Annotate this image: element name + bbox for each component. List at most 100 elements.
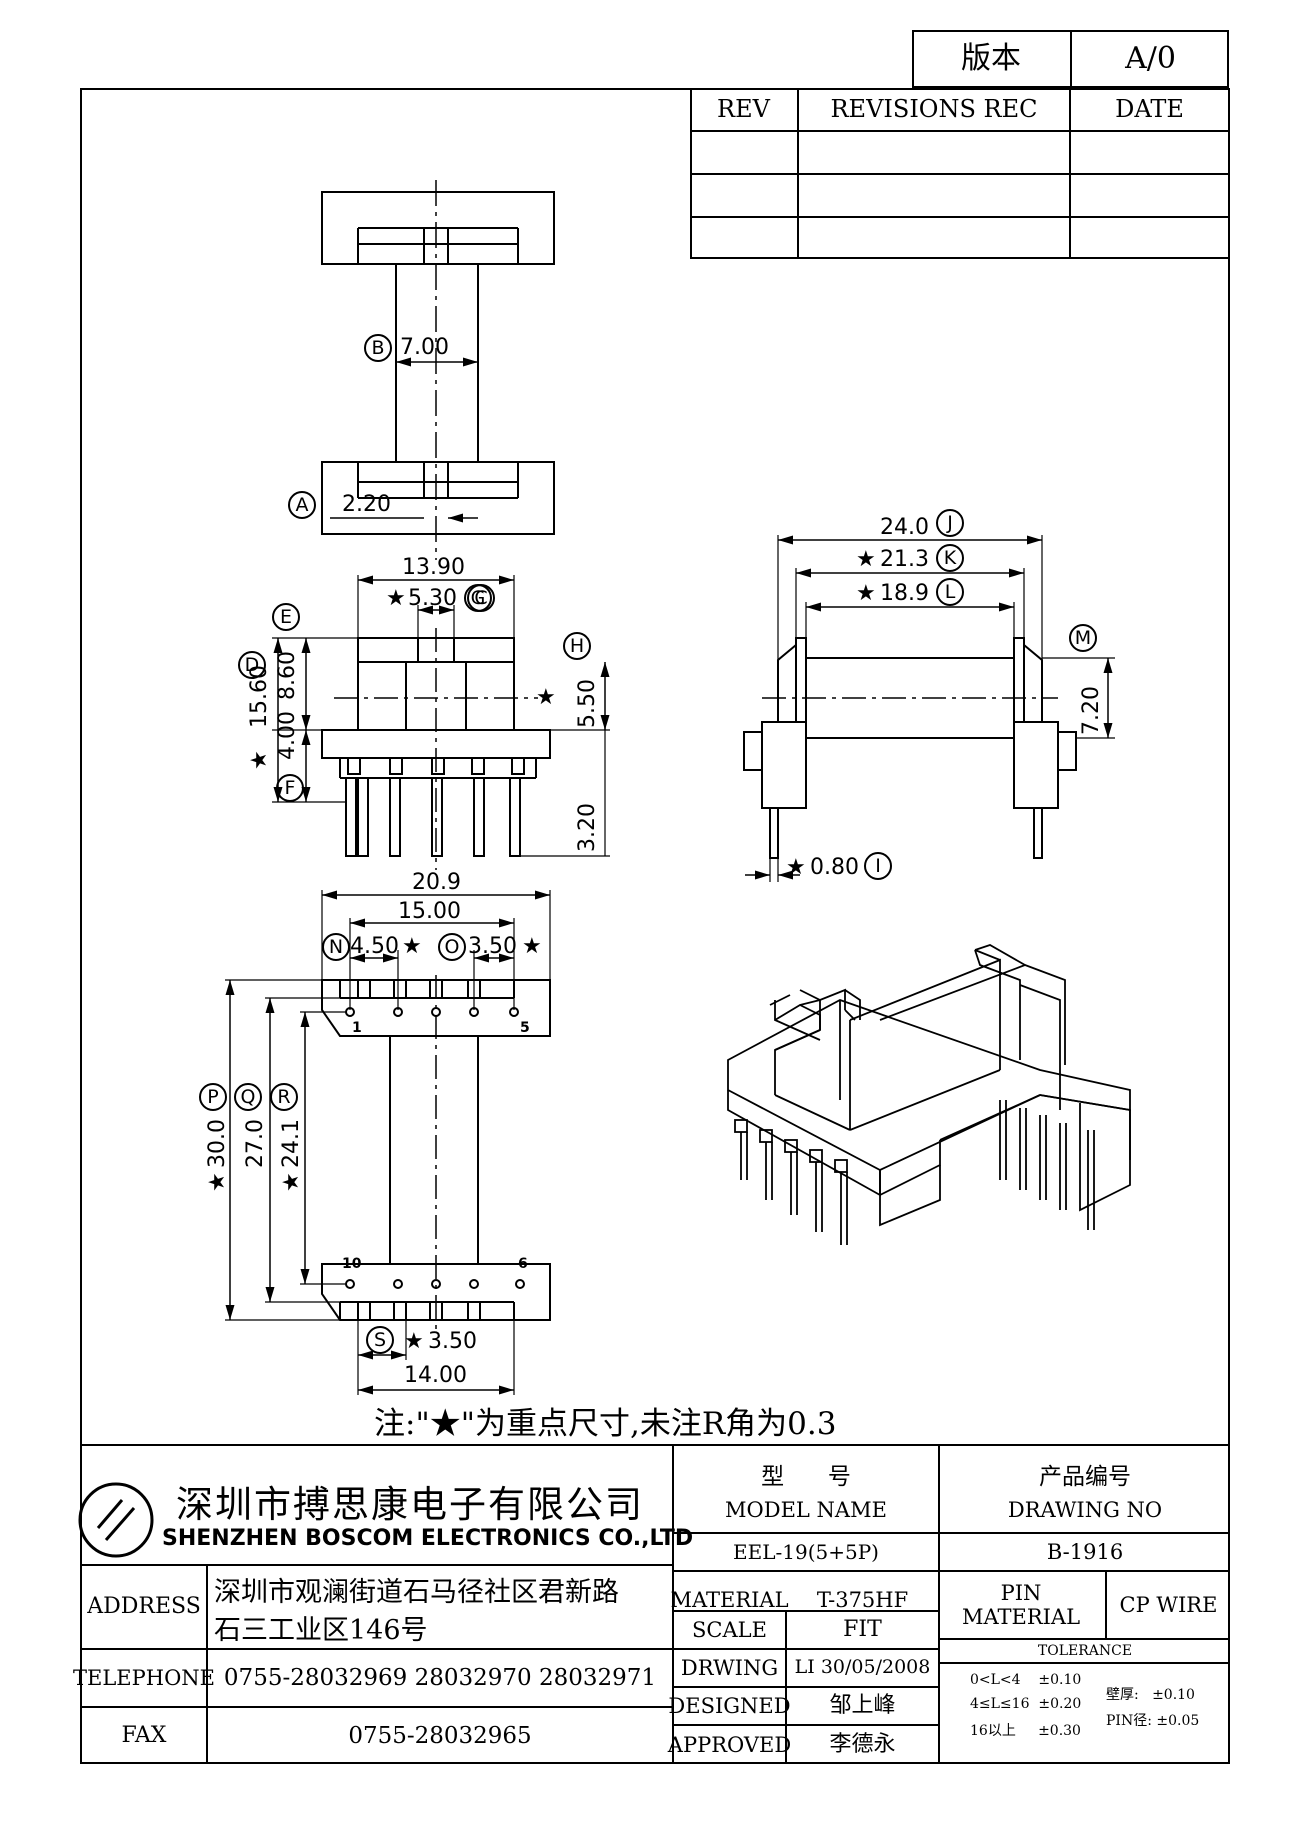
version-divider xyxy=(1070,30,1072,88)
tolerance-row-1: 0<L<4 ±0.10 xyxy=(970,1672,1082,1688)
dim-total-value: 15.60 xyxy=(247,665,272,728)
marker-l: L xyxy=(945,581,956,603)
marker-k: K xyxy=(944,547,957,569)
date-header: DATE xyxy=(1115,95,1184,124)
material-value: T-375HF xyxy=(816,1587,909,1612)
dim-j-value: 24.0 xyxy=(880,515,929,540)
marker-p: P xyxy=(207,1086,218,1108)
dim-m-value: 7.20 xyxy=(1079,686,1104,735)
dim-b-value: 7.00 xyxy=(400,335,449,360)
tolerance-extra-2: PIN径: ±0.05 xyxy=(1106,1713,1200,1729)
pin-material-label: PIN MATERIAL xyxy=(961,1580,1081,1629)
company-name-en: SHENZHEN BOSCOM ELECTRONICS CO.,LTD xyxy=(162,1526,694,1551)
side-view xyxy=(743,509,1115,882)
isometric-view xyxy=(727,944,1131,1245)
tolerance-row-2: 4≤L≤16 ±0.20 xyxy=(970,1696,1082,1712)
dim-h-value: 5.50 xyxy=(575,679,600,728)
telephone-value: 0755-28032969 28032970 28032971 xyxy=(223,1664,657,1691)
tolerance-row-3: 16以上 ±0.30 xyxy=(970,1723,1081,1739)
address-label: ADDRESS xyxy=(87,1594,201,1620)
marker-a: A xyxy=(296,494,309,516)
star-total: ★ xyxy=(247,750,272,770)
pin-material-value: CP WIRE xyxy=(1119,1592,1218,1617)
drwing-label: DRWING xyxy=(680,1655,779,1680)
pin-label-6: 6 xyxy=(518,1256,528,1272)
drwing-value: LI 30/05/2008 xyxy=(794,1656,931,1679)
scale-label: SCALE xyxy=(692,1617,767,1642)
star-s: ★ xyxy=(404,1329,424,1354)
marker-o: O xyxy=(445,936,460,958)
pin-label-10: 10 xyxy=(342,1256,362,1272)
model-label-cn: 型 号 xyxy=(761,1463,851,1490)
marker-f: F xyxy=(285,777,296,799)
star-r: ★ xyxy=(279,1172,304,1192)
dim-pin-value: 3.20 xyxy=(575,803,600,852)
marker-q: Q xyxy=(241,1086,256,1108)
fax-label: FAX xyxy=(121,1723,167,1749)
marker-e: E xyxy=(280,606,292,628)
star-l: ★ xyxy=(856,581,876,606)
marker-d: D xyxy=(245,654,260,676)
dim-span-value: 15.00 xyxy=(398,899,461,924)
designed-value: 邹上峰 xyxy=(829,1693,896,1719)
star-g: ★ xyxy=(386,586,406,611)
approved-value: 李德永 xyxy=(829,1732,896,1758)
tolerance-label: TOLERANCE xyxy=(1037,1642,1133,1659)
marker-g-circle xyxy=(464,584,492,612)
marker-c: C xyxy=(474,587,487,609)
dim-n-value: 4.50 xyxy=(350,934,399,959)
material-label: MATERIAL xyxy=(670,1587,789,1612)
dim-l-value: 18.9 xyxy=(880,581,929,606)
star-p: ★ xyxy=(205,1172,230,1192)
company-logo xyxy=(78,1482,154,1558)
dim-base-value: 14.00 xyxy=(404,1363,467,1388)
designed-label: DESIGNED xyxy=(668,1693,791,1718)
marker-m: M xyxy=(1075,627,1091,649)
dim-g-value: 5.30 xyxy=(408,586,457,611)
model-label-en: MODEL NAME xyxy=(725,1497,887,1522)
tolerance-extra-1: 壁厚: ±0.10 xyxy=(1106,1687,1195,1703)
marker-n: N xyxy=(329,936,343,958)
telephone-label: TELEPHONE xyxy=(73,1665,215,1690)
dim-o-value: 3.50 xyxy=(468,934,517,959)
pin-label-1: 1 xyxy=(352,1020,362,1036)
dim-s-value: 3.50 xyxy=(428,1329,477,1354)
version-value: A/0 xyxy=(1125,40,1176,76)
dim-c-value: 13.90 xyxy=(402,555,465,580)
drawing-frame xyxy=(80,88,1230,1764)
drawing-no-value: B-1916 xyxy=(1046,1539,1124,1564)
drawing-no-label-cn: 产品编号 xyxy=(1039,1463,1131,1490)
drawing-note: 注:"★"为重点尺寸,未注R角为0.3 xyxy=(374,1406,837,1442)
scale-value: FIT xyxy=(843,1617,882,1643)
dim-q-value: 27.0 xyxy=(243,1119,268,1168)
star-o: ★ xyxy=(522,934,542,959)
marker-g: G xyxy=(471,587,486,609)
dim-p-value: 30.0 xyxy=(205,1119,230,1168)
bottom-view xyxy=(199,890,551,1395)
address-line2: 石三工业区146号 xyxy=(214,1615,428,1646)
dim-i-value: 0.80 xyxy=(810,855,859,880)
drawing-no-label-en: DRAWING NO xyxy=(1007,1497,1163,1522)
dim-r-value: 24.1 xyxy=(279,1119,304,1168)
rev-header: REV xyxy=(717,95,770,124)
marker-h: H xyxy=(570,635,584,657)
dim-k-value: 21.3 xyxy=(880,547,929,572)
top-view xyxy=(288,180,555,560)
revisions-rec-header: REVISIONS REC xyxy=(830,95,1038,124)
approved-label: APPROVED xyxy=(667,1732,792,1757)
star-n: ★ xyxy=(402,934,422,959)
star-i: ★ xyxy=(786,855,806,880)
model-value: EEL-19(5+5P) xyxy=(733,1539,879,1564)
marker-s: S xyxy=(374,1329,386,1351)
star-k: ★ xyxy=(856,547,876,572)
star-h: ★ xyxy=(536,685,556,710)
marker-b: B xyxy=(371,337,384,359)
fax-value: 0755-28032965 xyxy=(348,1722,532,1749)
marker-j: J xyxy=(946,512,953,534)
front-view xyxy=(238,575,610,870)
dim-f-value: 4.00 xyxy=(275,711,300,760)
pin-label-5: 5 xyxy=(520,1020,530,1036)
company-name-cn: 深圳市搏思康电子有限公司 xyxy=(176,1483,644,1526)
address-line1: 深圳市观澜街道石马径社区君新路 xyxy=(214,1577,619,1608)
